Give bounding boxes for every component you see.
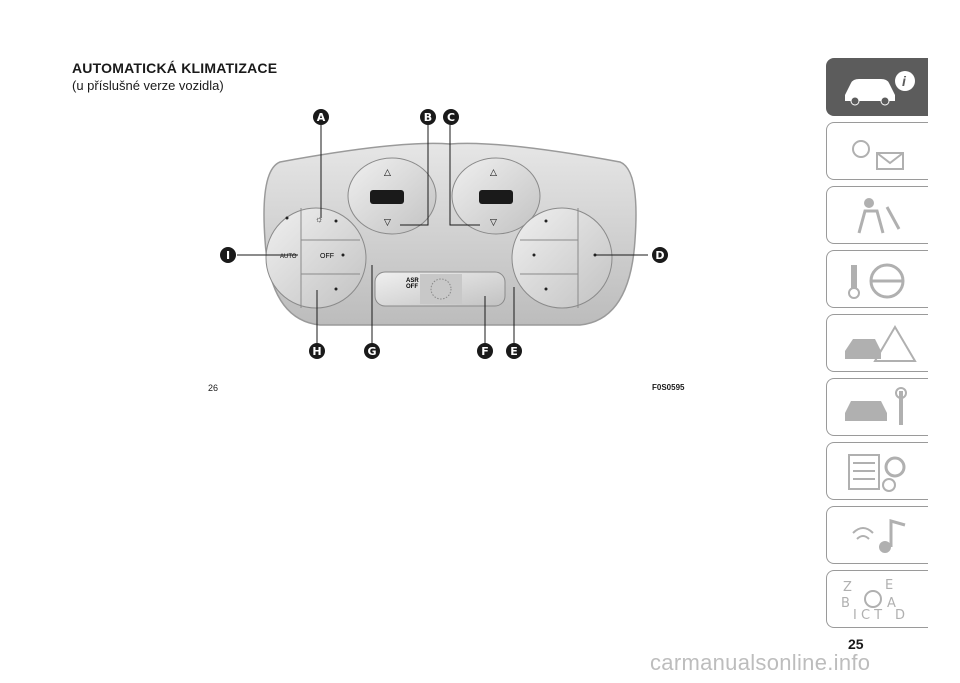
center-strip: ASR OFF (374, 271, 506, 307)
dashboard-lights-icon (852, 140, 904, 170)
car-tools-icon (845, 387, 907, 425)
right-control-cluster (511, 207, 613, 309)
svg-text:△: △ (384, 168, 391, 178)
climate-control-figure: △ ▽ △ ▽ AUTO OFF ☼ ASR OFF (220, 109, 668, 359)
steering-wheel-key-icon (848, 263, 905, 299)
callout-lines (237, 125, 648, 345)
seatbelt-airbag-icon (857, 198, 901, 234)
svg-text:B: B (424, 111, 432, 124)
multimedia-icon (852, 519, 906, 553)
tab-car-tools[interactable] (826, 378, 928, 436)
left-control-cluster: AUTO OFF ☼ (265, 207, 367, 309)
alphabet-index-icon: Z E B A I C T D (841, 578, 905, 623)
svg-text:F: F (481, 345, 489, 358)
page-number: 25 (848, 636, 864, 652)
off-label: OFF (320, 253, 334, 260)
left-temp-rocker: △ ▽ (347, 157, 437, 235)
tab-car-info[interactable]: i (826, 58, 928, 116)
tab-steering-wheel[interactable] (826, 250, 928, 308)
svg-text:B: B (841, 596, 850, 611)
tab-index[interactable]: Z E B A I C T D (826, 570, 928, 628)
svg-text:A: A (887, 596, 896, 611)
svg-text:D: D (895, 608, 905, 623)
callout-g: G (364, 343, 380, 359)
figure-number: 26 (208, 383, 219, 393)
svg-text:E: E (510, 345, 518, 358)
figure-code: F0S0595 (652, 383, 685, 392)
callout-i: I (220, 247, 236, 263)
callout-e: E (506, 343, 522, 359)
svg-text:I C T: I C T (853, 608, 882, 623)
svg-text:☼: ☼ (315, 214, 323, 224)
callout-d: D (652, 247, 668, 263)
svg-text:ASR: ASR (406, 278, 419, 284)
svg-text:E: E (885, 578, 893, 593)
callout-a: A (313, 109, 329, 125)
svg-text:OFF: OFF (406, 284, 418, 290)
svg-text:Z: Z (843, 580, 852, 595)
warning-triangle-icon (845, 325, 917, 362)
callout-h: H (309, 343, 325, 359)
svg-text:H: H (312, 345, 321, 358)
callout-f: F (477, 343, 493, 359)
tab-warning[interactable] (826, 314, 928, 372)
svg-text:G: G (367, 345, 376, 358)
section-title: AUTOMATICKÁ KLIMATIZACE (72, 60, 278, 76)
auto-label: AUTO (280, 254, 297, 260)
watermark: carmanualsonline.info (650, 650, 871, 675)
svg-text:▽: ▽ (490, 218, 497, 228)
specs-gear-icon (848, 454, 906, 492)
tab-multimedia[interactable] (826, 506, 928, 564)
svg-text:D: D (655, 249, 664, 262)
svg-text:A: A (317, 111, 326, 124)
section-subtitle: (u příslušné verze vozidla) (72, 78, 224, 93)
svg-text:I: I (226, 249, 230, 262)
tab-specs[interactable] (826, 442, 928, 500)
svg-text:▽: ▽ (384, 218, 391, 228)
svg-text:i: i (902, 73, 907, 89)
callout-b: B (420, 109, 436, 125)
svg-text:△: △ (490, 168, 497, 178)
right-temp-rocker: △ ▽ (451, 157, 541, 235)
car-info-icon: i (845, 71, 915, 106)
svg-text:C: C (447, 111, 455, 124)
callout-badges: A B C D E F G H I (220, 109, 668, 359)
callout-c: C (443, 109, 459, 125)
tab-dashboard-lights[interactable] (826, 122, 928, 180)
tab-seatbelt-airbag[interactable] (826, 186, 928, 244)
